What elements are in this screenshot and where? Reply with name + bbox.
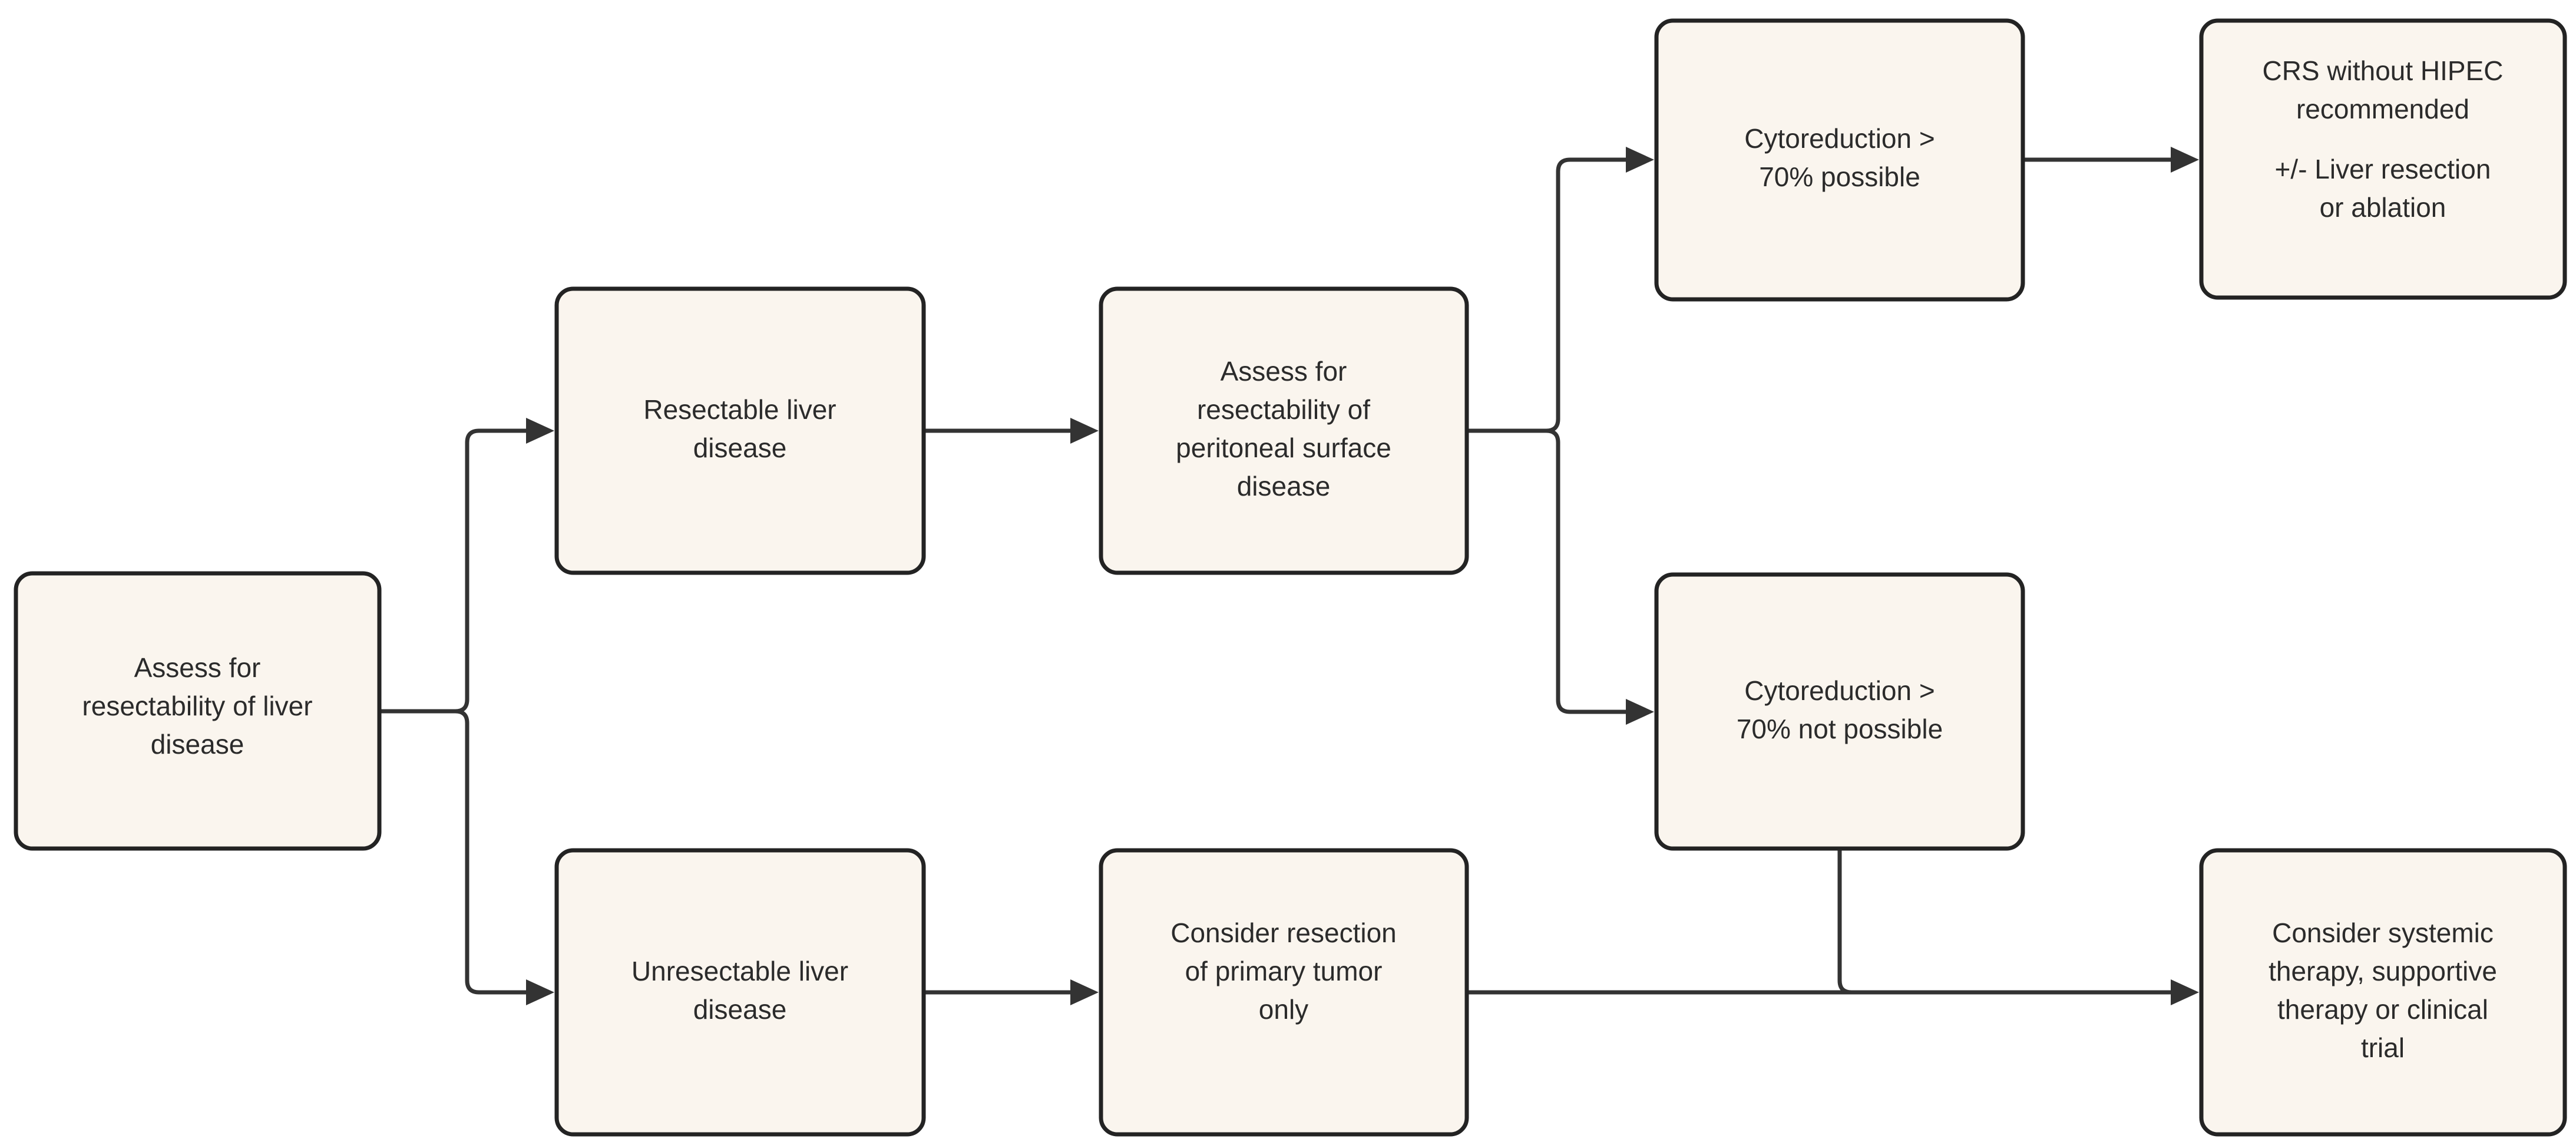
node-box-assess-liver[interactable] [14,571,382,851]
node-unresectable-liver-disease[interactable]: Unresectable liver disease [554,848,926,1137]
edge-cyto-possible-to-crs-without-hipec [2023,147,2199,173]
node-box-assess-peritoneal[interactable] [1099,286,1469,575]
node-label-line: therapy, supportive [2269,956,2497,986]
node-label-line: only [1259,994,1308,1025]
node-box-unresectable-liver[interactable] [554,848,926,1137]
node-label-line: +/- Liver resection [2275,154,2491,184]
edge-assess-peritoneal-to-cyto-possible [1467,147,1654,433]
node-label-line: peritoneal surface [1176,433,1391,463]
node-box-consider-systemic[interactable] [2199,848,2567,1137]
node-label-line: Resectable liver [643,394,836,425]
node-label-line: recommended [2296,94,2469,124]
node-label-line: resectability of liver [82,691,312,721]
edge-path-assess-peritoneal-to-cyto-possible [1467,157,1633,433]
edge-path-assess-peritoneal-to-cyto-not-possible [1467,428,1633,714]
edge-path-assess-liver-to-unresectable [379,709,533,995]
node-label-line: disease [693,994,787,1025]
node-label-line: Unresectable liver [631,956,848,986]
arrowhead-cyto-possible [1626,147,1654,173]
node-label-line: Consider systemic [2272,917,2494,948]
edge-cyto-not-possible-to-consider-systemic [1837,849,1885,995]
node-box-crs-without-hipec[interactable] [2199,18,2567,300]
node-cytoreduction-over-70-not-possible[interactable]: Cytoreduction > 70% not possible [1654,572,2025,851]
edge-path-assess-liver-to-resectable [379,428,533,714]
edge-assess-liver-to-unresectable [379,709,554,1005]
arrowhead-assess-peritoneal [1070,418,1099,444]
edge-path-cyto-not-possible-down [1837,849,1885,995]
node-cytoreduction-over-70-possible[interactable]: Cytoreduction > 70% possible [1654,18,2025,302]
node-assess-resectability-liver-disease[interactable]: Assess for resectability of liver diseas… [14,571,382,851]
nodes-layer: Assess for resectability of liver diseas… [14,18,2567,1137]
node-label-line: disease [693,433,787,463]
node-consider-resection-primary-tumor-only[interactable]: Consider resection of primary tumor only [1099,848,1469,1137]
node-label-line: Consider resection [1170,917,1397,948]
edge-assess-liver-to-resectable [379,418,554,714]
edges-layer [379,147,2199,1005]
node-assess-resectability-peritoneal-surface-disease[interactable]: Assess for resectability of peritoneal s… [1099,286,1469,575]
node-label-line: 70% not possible [1737,714,1943,744]
node-label-line: Assess for [134,652,261,683]
arrowhead-unresectable-liver [526,979,554,1005]
node-label-line: Cytoreduction > [1744,123,1935,154]
node-label-line: Cytoreduction > [1744,675,1935,706]
edge-unresectable-to-consider-resection-primary [924,979,1099,1005]
node-box-cyto-not-possible[interactable] [1654,572,2025,851]
node-crs-without-hipec-recommended[interactable]: CRS without HIPEC recommended +/- Liver … [2199,18,2567,300]
node-label-line: Assess for [1221,356,1347,387]
node-label-line: trial [2361,1032,2405,1063]
node-box-resectable-liver[interactable] [554,286,926,575]
node-label-line: CRS without HIPEC [2262,55,2503,86]
edge-resectable-to-assess-peritoneal [924,418,1099,444]
arrowhead-consider-resection-primary [1070,979,1099,1005]
node-label-line: therapy or clinical [2277,994,2488,1025]
node-label-line: disease [1237,471,1331,501]
node-resectable-liver-disease[interactable]: Resectable liver disease [554,286,926,575]
node-label-line: or ablation [2320,192,2446,223]
edge-consider-resection-primary-to-consider-systemic [1467,979,2199,1005]
node-box-cyto-possible[interactable] [1654,18,2025,302]
arrowhead-crs-without-hipec [2171,147,2199,173]
node-label-line: of primary tumor [1185,956,1383,986]
edge-assess-peritoneal-to-cyto-not-possible [1467,428,1654,725]
node-label-line: 70% possible [1759,161,1920,192]
arrowhead-consider-systemic [2171,979,2199,1005]
arrowhead-resectable-liver [526,418,554,444]
node-label-line: resectability of [1197,394,1370,425]
node-box-consider-resection-primary[interactable] [1099,848,1469,1137]
arrowhead-cyto-not-possible [1626,699,1654,725]
node-label-line: disease [151,729,244,760]
node-consider-systemic-therapy-supportive-or-clinical-trial[interactable]: Consider systemic therapy, supportive th… [2199,848,2567,1137]
